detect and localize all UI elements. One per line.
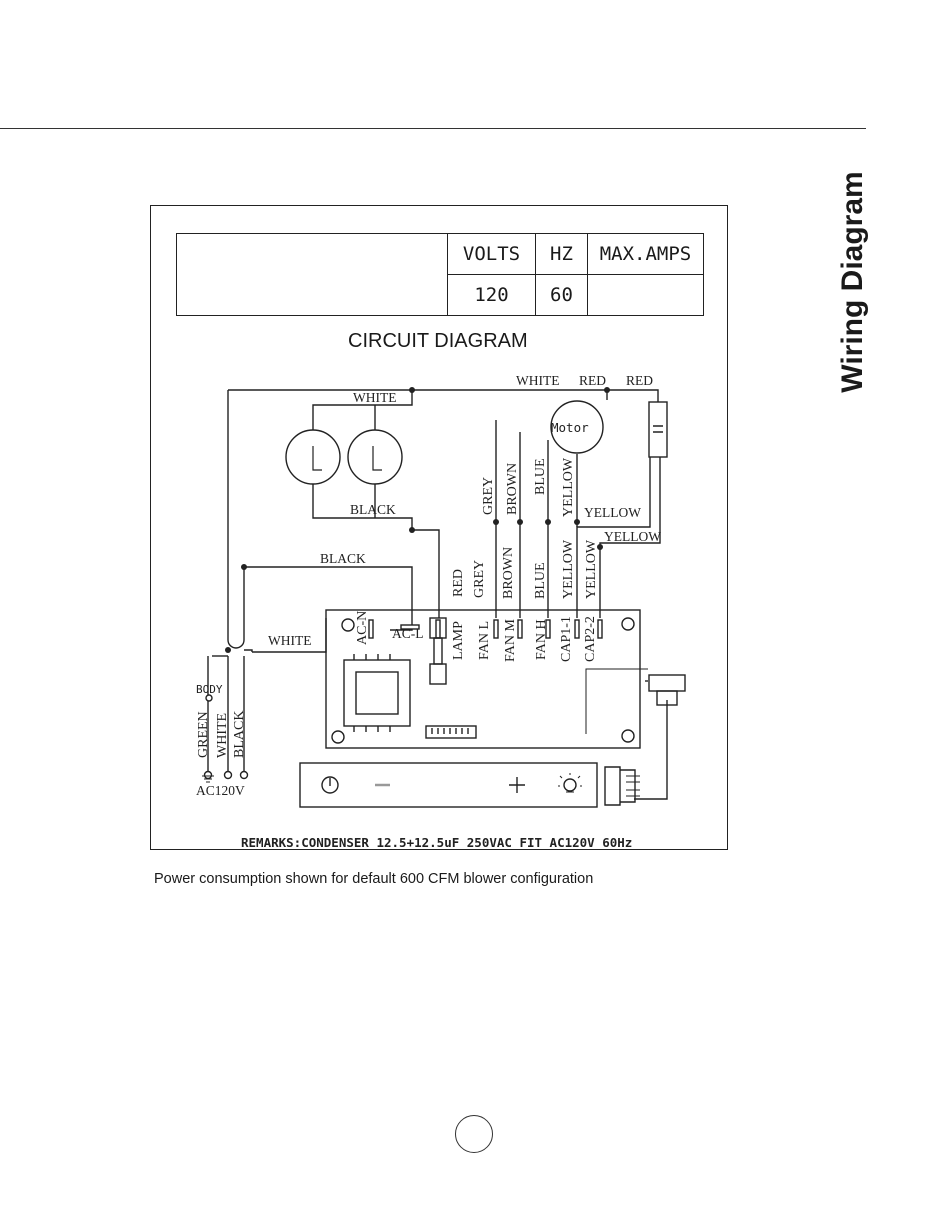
acn-white-label: WHITE xyxy=(268,633,311,648)
motor-label: Motor xyxy=(551,420,589,435)
volts-header: VOLTS xyxy=(447,233,536,275)
power-icon xyxy=(321,776,339,794)
header-rule xyxy=(0,128,866,129)
acl-black-label: BLACK xyxy=(320,551,366,566)
board-lead-brown: BROWN xyxy=(501,547,516,599)
cap1-yellow-label: YELLOW xyxy=(584,505,641,520)
plus-icon xyxy=(509,777,525,793)
terminal-fan-h: FAN H xyxy=(534,619,549,660)
ground-icon xyxy=(202,775,214,783)
supply-white-label: WHITE xyxy=(215,713,230,758)
board-lead-yellow-1: YELLOW xyxy=(561,539,576,599)
motor-icon xyxy=(550,400,604,454)
terminal-cap1: CAP1-1 xyxy=(559,616,574,662)
connector-header-icon xyxy=(425,725,477,739)
capacitor-icon xyxy=(648,401,668,458)
transformer-icon xyxy=(343,654,411,732)
terminal-fan-m: FAN M xyxy=(503,619,518,662)
circuit-diagram-title: CIRCUIT DIAGRAM xyxy=(348,330,528,352)
page-number-circle xyxy=(455,1115,493,1153)
motor-red-label-1: RED xyxy=(579,373,606,388)
supply-green-label: GREEN xyxy=(196,711,211,758)
lamp-white-label: WHITE xyxy=(353,390,396,405)
motor-lead-yellow: YELLOW xyxy=(561,457,576,517)
lamp-wiring xyxy=(312,390,440,618)
control-panel xyxy=(299,762,640,808)
lamp-1-icon xyxy=(285,429,341,485)
supply-voltage-label: AC120V xyxy=(196,783,245,798)
terminal-fan-l: FAN L xyxy=(477,621,492,660)
board-lead-blue: BLUE xyxy=(533,562,548,599)
lamp-black-label: BLACK xyxy=(350,502,396,517)
terminal-lamp: LAMP xyxy=(451,621,466,660)
terminal-acn: AC-N xyxy=(355,611,370,645)
lamp-2-icon xyxy=(347,429,403,485)
diagram-frame xyxy=(150,205,728,850)
board-lead-red: RED xyxy=(451,569,466,597)
terminal-cap2: CAP2-2 xyxy=(583,616,598,662)
motor-lead-brown: BROWN xyxy=(505,463,520,515)
cap2-yellow-label: YELLOW xyxy=(604,529,661,544)
remarks-text: REMARKS:CONDENSER 12.5+12.5uF 250VAC FIT… xyxy=(241,835,632,850)
motor-red-label-2: RED xyxy=(626,373,653,388)
supply-black-label: BLACK xyxy=(232,711,247,758)
fuse-icon xyxy=(429,617,447,685)
board-ribbon-wiring xyxy=(585,668,668,800)
motor-lead-grey: GREY xyxy=(481,477,496,515)
board-lead-grey: GREY xyxy=(472,560,487,598)
spec-table: VOLTS HZ MAX.AMPS 120 60 xyxy=(176,233,704,316)
max-amps-value xyxy=(587,274,704,316)
connector-plug-icon xyxy=(645,674,686,706)
body-label: BODY xyxy=(196,683,223,696)
supply-wiring xyxy=(207,389,590,774)
junction-dots xyxy=(225,387,610,653)
terminal-acl: AC-L xyxy=(392,626,424,641)
light-icon xyxy=(558,773,582,793)
max-amps-header: MAX.AMPS xyxy=(587,233,704,275)
motor-lead-blue: BLUE xyxy=(533,458,548,495)
motor-white-label: WHITE xyxy=(516,373,559,388)
spec-blank-cell xyxy=(176,233,448,316)
control-board xyxy=(325,609,641,749)
board-lead-yellow-2: YELLOW xyxy=(584,539,599,599)
caption: Power consumption shown for default 600 … xyxy=(154,871,594,887)
terminal-pins xyxy=(368,619,603,639)
